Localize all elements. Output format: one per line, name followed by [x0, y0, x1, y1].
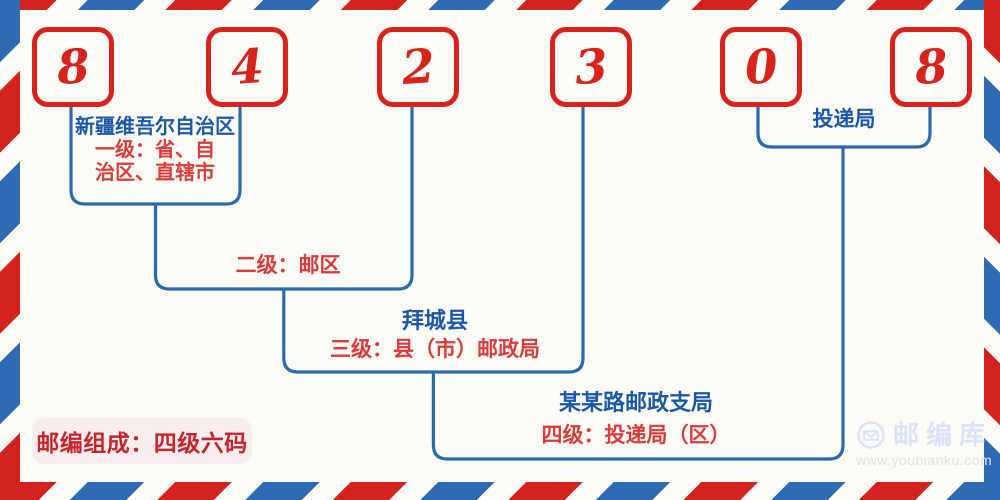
postal-digit-box-5: 0 [720, 27, 802, 107]
level4-place-name: 某某路邮政支局 [558, 390, 713, 415]
postal-digit-box-4: 3 [550, 27, 632, 107]
level1-place-name: 新疆维吾尔自治区 [75, 116, 235, 138]
postal-digit-box-6: 8 [890, 27, 972, 107]
postal-digit-5: 0 [742, 38, 780, 96]
delivery-office-label: 投递局 [812, 108, 876, 131]
postal-digit-4: 3 [572, 38, 610, 96]
site-watermark: 邮编库 www.youbianku.com [856, 420, 992, 468]
postal-code-composition-badge: 邮编组成：四级六码 [32, 418, 252, 464]
level1-label-line1: 一级：省、自 [95, 139, 215, 161]
level3-place-name: 拜城县 [401, 308, 468, 333]
delivery-bracket [756, 96, 932, 149]
level4-label: 四级：投递局（区） [541, 424, 731, 447]
level4-bracket [431, 145, 845, 461]
postal-digit-1: 8 [54, 38, 92, 96]
site-url: www.youbianku.com [856, 452, 993, 468]
level3-label: 三级：县（市）邮政局 [330, 338, 540, 361]
postal-digit-6: 8 [912, 38, 950, 96]
level2-label: 二级：邮区 [235, 254, 341, 277]
postal-digit-2: 4 [228, 38, 266, 96]
postal-digit-box-2: 4 [206, 27, 288, 107]
postal-digit-box-3: 2 [377, 27, 459, 107]
envelope-icon [857, 421, 885, 449]
postal-digit-box-1: 8 [32, 27, 114, 107]
postal-digit-3: 2 [399, 38, 437, 96]
composition-badge-text: 邮编组成：四级六码 [36, 431, 248, 456]
site-brand-name: 邮编库 [893, 420, 993, 450]
level1-label-line2: 治区、直辖市 [95, 162, 215, 184]
